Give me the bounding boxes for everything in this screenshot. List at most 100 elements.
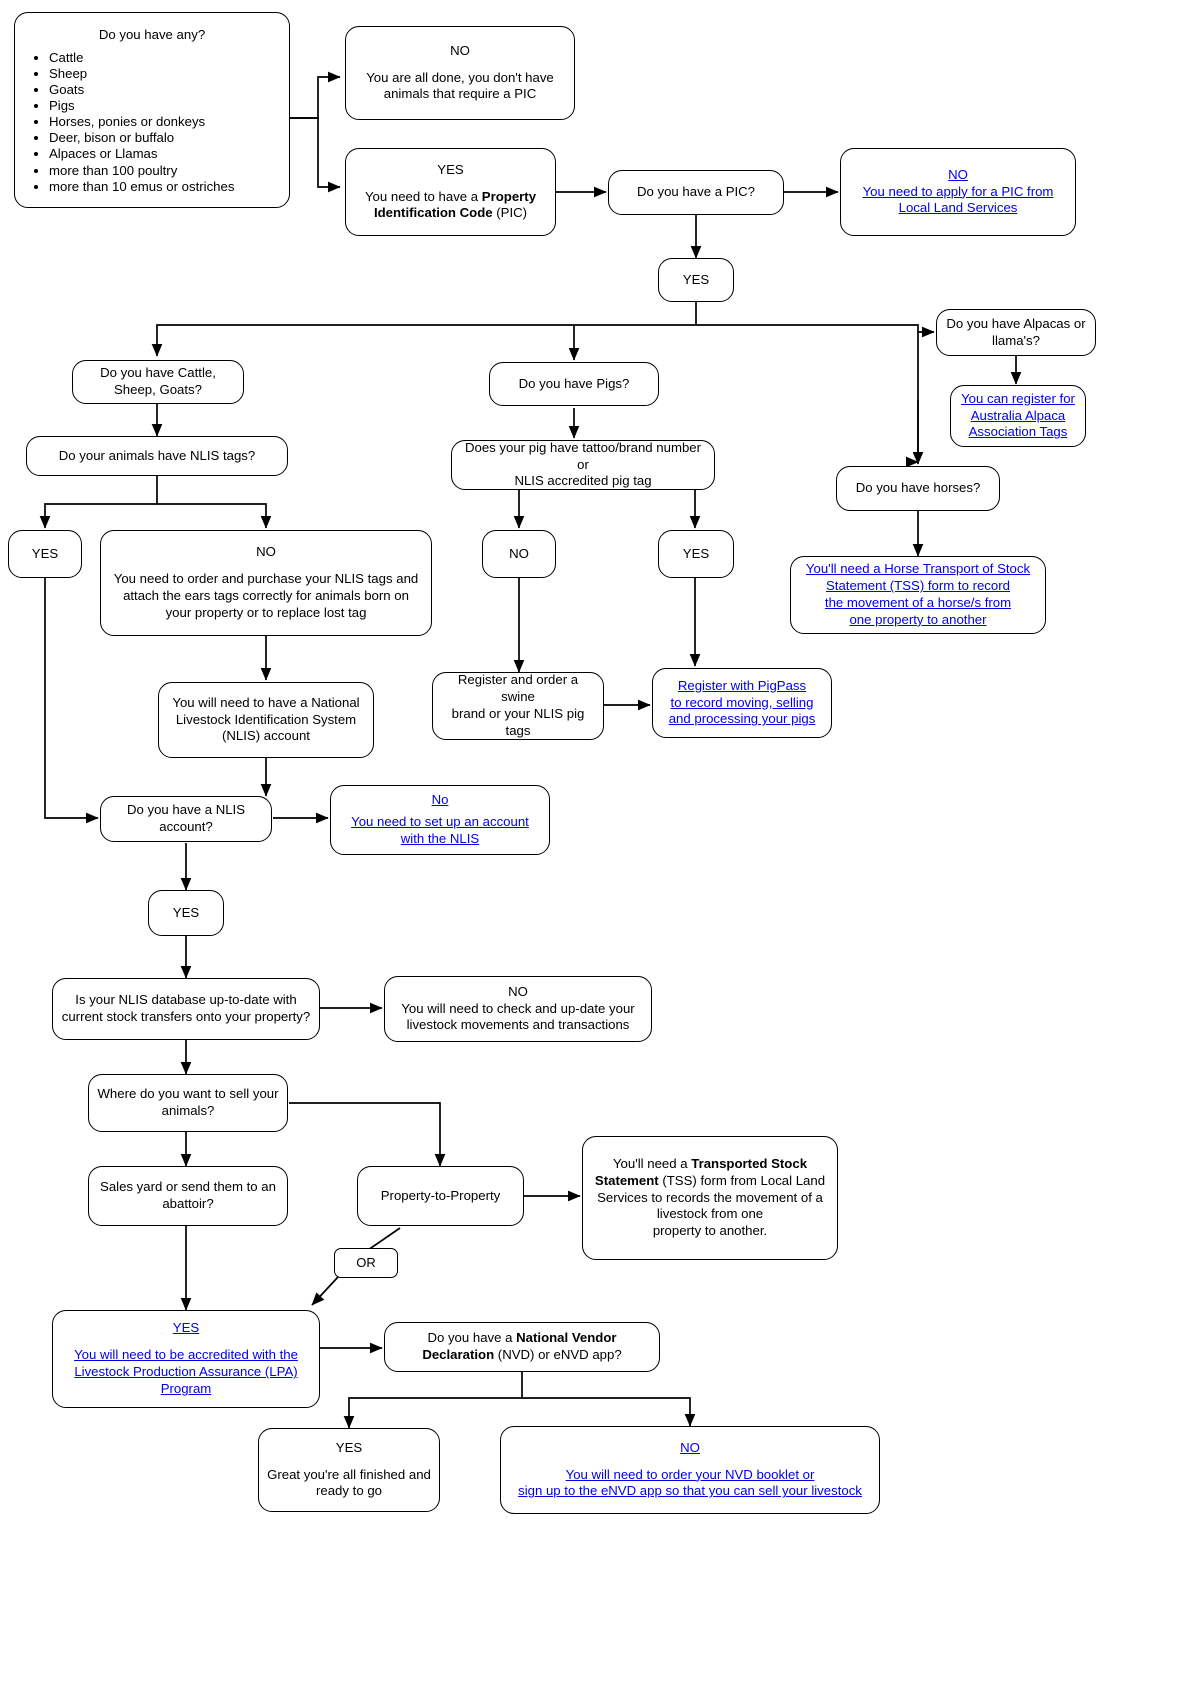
list-item: Alpaces or Llamas [49, 146, 234, 162]
nlis-setup-link-no[interactable]: No [431, 792, 449, 807]
no-label: NO [450, 42, 470, 58]
have-nlis-text: Do you have a NLIS account? [126, 802, 246, 834]
node-pig-tattoo-question[interactable]: Does your pig have tattoo/brand number o… [451, 440, 715, 490]
alpacas-text: Do you have Alpacas or llama's? [946, 315, 1086, 348]
tags-yes-text: YES [31, 545, 59, 561]
node-nlis-tags-question[interactable]: Do your animals have NLIS tags? [26, 436, 288, 476]
pigpass-link-line2[interactable]: to record moving, selling [670, 694, 814, 710]
apply-pic-link-line2[interactable]: You need to apply for a PIC from [862, 183, 1054, 199]
nlis-need-line1: You will need to have a National [172, 694, 360, 710]
node-cattle-sheep-goats-question[interactable]: Do you have Cattle, Sheep, Goats? [72, 360, 244, 404]
node-sales-yard-question[interactable]: Sales yard or send them to an abattoir? [88, 1166, 288, 1226]
node-where-sell-question[interactable]: Where do you want to sell your animals? [88, 1074, 288, 1132]
node-account-yes[interactable]: YES [148, 890, 224, 936]
where-sell-text: Where do you want to sell your animals? [97, 1086, 279, 1118]
node-nvd-no[interactable]: NO You will need to order your NVD bookl… [500, 1426, 880, 1514]
horse-tss-link-line2[interactable]: Statement (TSS) form to record [826, 578, 1010, 594]
node-or[interactable]: OR [334, 1248, 398, 1278]
node-pigpass[interactable]: Register with PigPass to record moving, … [652, 668, 832, 738]
node-yes-need-pic[interactable]: YES You need to have a Property Identifi… [345, 148, 556, 236]
node-swine-brand[interactable]: Register and order a swine brand or your… [432, 672, 604, 740]
node-have-nlis-account-question[interactable]: Do you have a NLIS account? [100, 796, 272, 842]
node-pig-yes[interactable]: YES [658, 530, 734, 578]
pig-tattoo-line1: Does your pig have tattoo/brand number o… [464, 439, 702, 472]
yes-label: YES [437, 161, 464, 177]
horses-text: Do you have horses? [855, 480, 981, 496]
start-question: Do you have any? [98, 27, 206, 42]
node-alpacas-question[interactable]: Do you have Alpacas or llama's? [936, 309, 1096, 356]
node-apply-for-pic[interactable]: NO You need to apply for a PIC from Loca… [840, 148, 1076, 236]
alpaca-tags-link-line3[interactable]: Association Tags [968, 424, 1068, 440]
nlis-db-no-label: NO [508, 983, 528, 999]
pig-yes-text: YES [682, 545, 710, 561]
node-pigs-question[interactable]: Do you have Pigs? [489, 362, 659, 406]
pigpass-link-line3[interactable]: and processing your pigs [668, 711, 816, 727]
list-item: more than 100 poultry [49, 163, 234, 179]
node-nlis-database-no[interactable]: NO You will need to check and up-date yo… [384, 976, 652, 1042]
lpa-link-line2[interactable]: You will need to be accredited with the [74, 1347, 298, 1363]
node-tags-yes[interactable]: YES [8, 530, 82, 578]
horse-tss-link-line1[interactable]: You'll need a Horse Transport of Stock [805, 561, 1031, 577]
pig-no-text: NO [509, 545, 529, 561]
alpaca-tags-link-line2[interactable]: Australia Alpaca [970, 407, 1066, 423]
nvd-no-link-line3[interactable]: sign up to the eNVD app so that you can … [518, 1483, 862, 1499]
nlis-need-line3: (NLIS) account [222, 728, 310, 744]
or-text: OR [356, 1254, 376, 1270]
node-setup-nlis-account[interactable]: No You need to set up an account with th… [330, 785, 550, 855]
nvd-no-link-label[interactable]: NO [680, 1439, 700, 1455]
sales-yard-text: Sales yard or send them to an abattoir? [100, 1179, 276, 1211]
lpa-link-line4[interactable]: Program [160, 1380, 212, 1396]
pigs-text: Do you have Pigs? [518, 375, 630, 391]
nlis-setup-link-line2[interactable]: You need to set up an account [351, 814, 529, 830]
list-item: more than 10 emus or ostriches [49, 179, 234, 195]
apply-pic-link-line3[interactable]: Local Land Services [898, 200, 1018, 216]
nlis-need-line2: Livestock Identification System [175, 711, 357, 727]
nlis-db-no-line2: livestock movements and transactions [406, 1017, 630, 1033]
nlis-db-line1: Is your NLIS database up-to-date with [75, 992, 297, 1008]
nlis-db-line2: current stock transfers onto your proper… [61, 1009, 311, 1024]
have-pic-text: Do you have a PIC? [636, 184, 756, 200]
nlis-tags-text: Do your animals have NLIS tags? [58, 447, 256, 463]
alpaca-tags-link-line1[interactable]: You can register for [961, 390, 1075, 406]
node-tags-no-order[interactable]: NO You need to order and purchase your N… [100, 530, 432, 636]
no-pic-body: You are all done, you don't have animals… [366, 69, 554, 102]
node-no-pic-required[interactable]: NO You are all done, you don't have anim… [345, 26, 575, 120]
apply-pic-link-no[interactable]: NO [948, 166, 968, 182]
pigpass-link-line1[interactable]: Register with PigPass [677, 677, 807, 693]
node-transported-stock-statement[interactable]: You'll need a Transported Stock Statemen… [582, 1136, 838, 1260]
list-item: Horses, ponies or donkeys [49, 114, 234, 130]
lpa-link-line3[interactable]: Livestock Production Assurance (LPA) [74, 1364, 298, 1379]
pic-yes-text: YES [682, 271, 710, 287]
nlis-setup-link-line3[interactable]: with the NLIS [400, 831, 480, 847]
node-pic-yes[interactable]: YES [658, 258, 734, 302]
node-horse-tss[interactable]: You'll need a Horse Transport of Stock S… [790, 556, 1046, 634]
account-yes-text: YES [172, 904, 200, 920]
node-pig-no[interactable]: NO [482, 530, 556, 578]
swine-line2: brand or your NLIS pig tags [451, 706, 585, 738]
node-nvd-yes[interactable]: YES Great you're all finished and ready … [258, 1428, 440, 1512]
node-have-pic-question[interactable]: Do you have a PIC? [608, 170, 784, 215]
horse-tss-link-line3[interactable]: the movement of a horse/s from [824, 595, 1012, 610]
node-need-nlis-account[interactable]: You will need to have a National Livesto… [158, 682, 374, 758]
nvd-yes-body: Great you're all finished and ready to g… [267, 1466, 431, 1499]
list-item: Deer, bison or buffalo [49, 130, 234, 146]
node-lpa-accreditation[interactable]: YES You will need to be accredited with … [52, 1310, 320, 1408]
node-property-to-property[interactable]: Property-to-Property [357, 1166, 524, 1226]
swine-line1: Register and order a swine [457, 672, 579, 705]
horse-tss-link-line4[interactable]: one property to another [849, 611, 987, 627]
tags-no-label: NO [256, 544, 276, 560]
nlis-db-no-line1: You will need to check and up-date your [401, 1000, 635, 1016]
nvd-no-link-line2[interactable]: You will need to order your NVD booklet … [565, 1466, 815, 1482]
node-nlis-database-question[interactable]: Is your NLIS database up-to-date with cu… [52, 978, 320, 1040]
node-horses-question[interactable]: Do you have horses? [836, 466, 1000, 511]
tss-body-line2: property to another. [652, 1223, 768, 1239]
list-item: Pigs [49, 98, 234, 114]
pig-tattoo-line2: NLIS accredited pig tag [514, 473, 652, 489]
animal-list: Cattle Sheep Goats Pigs Horses, ponies o… [23, 50, 234, 195]
node-alpaca-association-tags[interactable]: You can register for Australia Alpaca As… [950, 385, 1086, 447]
node-start-animals[interactable]: Do you have any? Cattle Sheep Goats Pigs… [14, 12, 290, 208]
lpa-link-yes[interactable]: YES [172, 1320, 200, 1336]
cattle-text: Do you have Cattle, Sheep, Goats? [100, 365, 216, 397]
node-nvd-question[interactable]: Do you have a National Vendor Declaratio… [384, 1322, 660, 1372]
